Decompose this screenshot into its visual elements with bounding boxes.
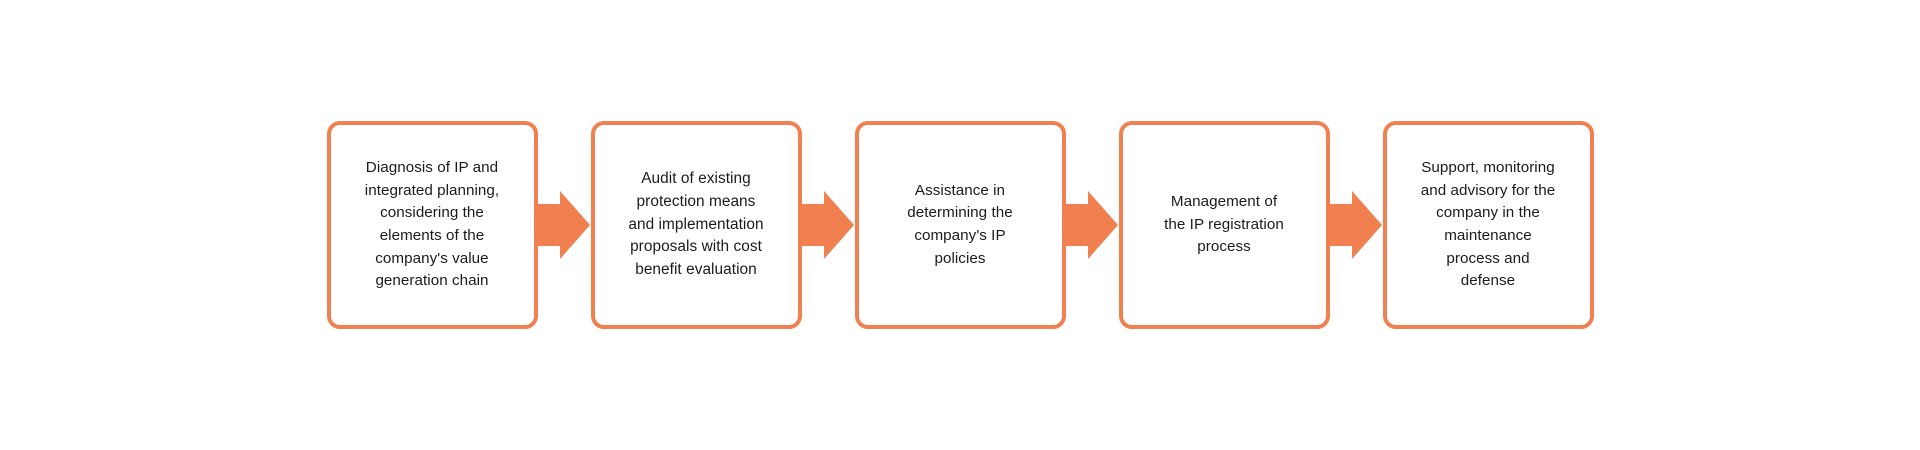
process-step-3-label: Assistance in determining the company's … [907,181,1013,267]
process-step-4-label: Management of the IP registration proces… [1164,193,1284,256]
process-step-4[interactable]: Management of the IP registration proces… [1118,121,1330,329]
flow-connector-2 [801,173,856,277]
flow-track: Diagnosis of IP and integrated planning,… [326,121,1594,329]
process-step-5[interactable]: Support, monitoring and advisory for the… [1382,121,1594,329]
arrow-right-icon [538,191,590,259]
process-step-3[interactable]: Assistance in determining the company's … [854,121,1066,329]
flow-connector-4 [1329,173,1384,277]
arrow-right-icon [1330,191,1382,259]
process-step-2[interactable]: Audit of existing protection means and i… [590,121,802,329]
process-step-5-label: Support, monitoring and advisory for the… [1420,159,1556,290]
flow-connector-3 [1065,173,1120,277]
arrow-right-icon [802,191,854,259]
process-step-1-label: Diagnosis of IP and integrated planning,… [364,159,500,290]
arrow-right-icon [1066,191,1118,259]
process-step-2-label: Audit of existing protection means and i… [628,169,764,279]
process-step-1[interactable]: Diagnosis of IP and integrated planning,… [326,121,538,329]
flow-connector-1 [537,173,592,277]
